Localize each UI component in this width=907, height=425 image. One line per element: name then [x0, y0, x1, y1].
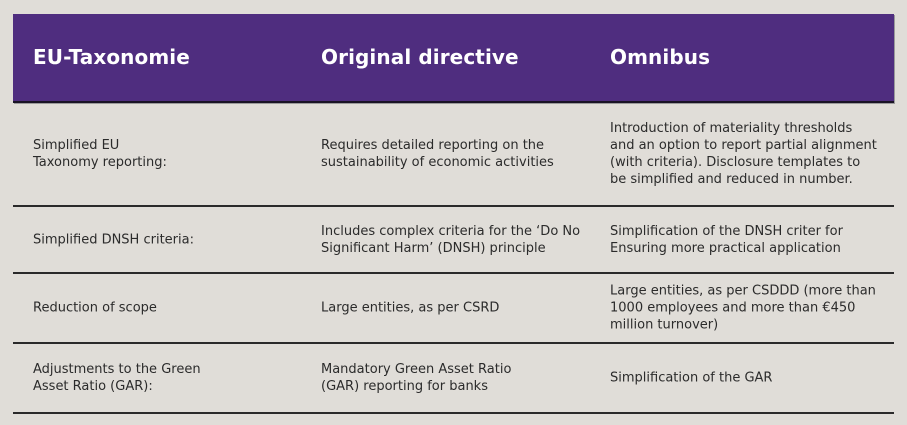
table-row: Adjustments to the Green Asset Ratio (GA… [13, 344, 894, 414]
table-row: Simplified EU Taxonomy reporting: Requir… [13, 103, 894, 207]
comparison-table: EU-Taxonomie Original directive Omnibus … [13, 14, 894, 414]
row-omnibus: Simplification of the GAR [610, 370, 773, 386]
header-omnibus: Omnibus [610, 45, 711, 69]
row-original: Includes complex criteria for the ‘Do No… [321, 223, 581, 256]
row-original: Large entities, as per CSRD [321, 300, 500, 316]
row-omnibus: Large entities, as per CSDDD (more than … [610, 283, 876, 333]
row-topic: Simplified EU Taxonomy reporting: [33, 138, 167, 170]
header-original-directive: Original directive [321, 45, 519, 69]
row-original: Requires detailed reporting on the susta… [321, 138, 554, 170]
row-omnibus: Simplification of the DNSH criter for En… [610, 223, 843, 256]
table-row: Reduction of scope Large entities, as pe… [13, 274, 894, 344]
row-topic: Adjustments to the Green Asset Ratio (GA… [33, 362, 201, 394]
table-header: EU-Taxonomie Original directive Omnibus [13, 14, 894, 103]
row-topic: Simplified DNSH criteria: [33, 232, 194, 247]
header-eu-taxonomie: EU-Taxonomie [33, 45, 190, 69]
table-row: Simplified DNSH criteria: Includes compl… [13, 207, 894, 274]
row-omnibus: Introduction of materiality thresholds a… [610, 121, 877, 187]
row-original: Mandatory Green Asset Ratio (GAR) report… [321, 362, 512, 394]
row-topic: Reduction of scope [33, 300, 157, 316]
